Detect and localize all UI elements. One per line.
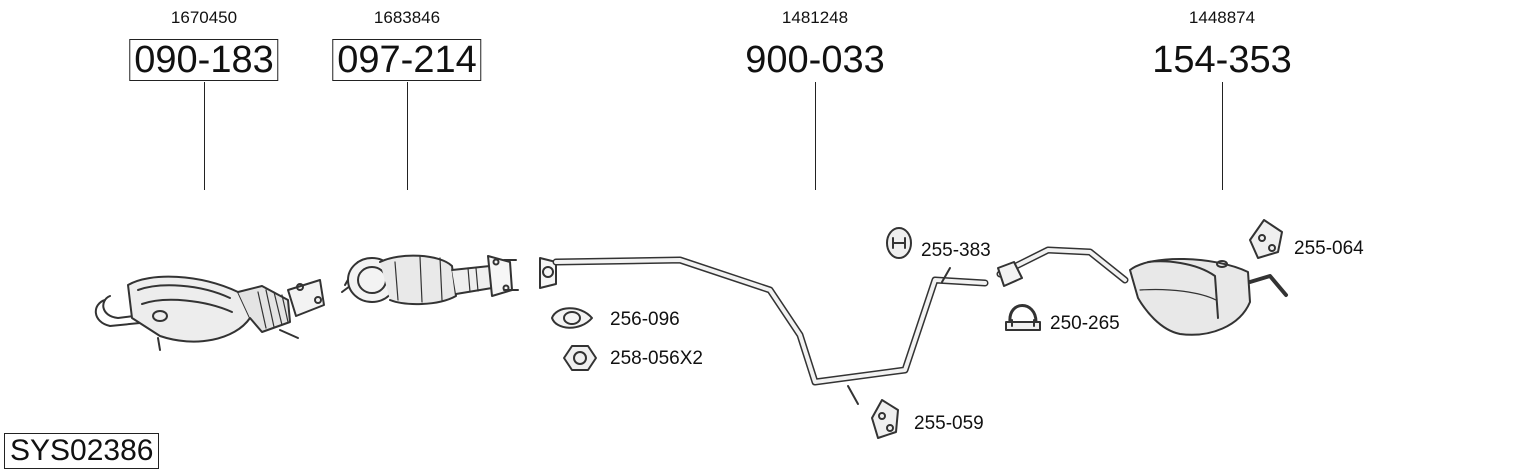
leader-line [204, 82, 205, 190]
particulate-filter-icon [341, 254, 519, 306]
catalytic-converter-icon [94, 275, 325, 351]
part-number[interactable]: 097-214 [332, 39, 482, 81]
leader-line [1222, 82, 1223, 190]
oem-number: 1670450 [170, 8, 238, 27]
accessory-label[interactable]: 256-096 [610, 309, 680, 330]
rubber-mount-icon [886, 227, 912, 259]
oem-number: 1683846 [373, 8, 441, 27]
part-number[interactable]: 154-353 [1152, 39, 1292, 81]
middle-pipe-icon [539, 256, 989, 405]
accessory-label[interactable]: 255-059 [914, 413, 984, 434]
rear-silencer-icon [996, 246, 1288, 336]
rubber-hanger-icon [1249, 219, 1283, 259]
accessory-label[interactable]: 255-383 [921, 240, 991, 261]
part-number[interactable]: 900-033 [745, 39, 885, 81]
system-code: SYS02386 [4, 433, 160, 469]
gasket-icon [551, 307, 593, 329]
nut-icon [563, 345, 597, 371]
pipe-clamp-icon [1005, 304, 1041, 331]
accessory-label[interactable]: 250-265 [1050, 313, 1120, 334]
rubber-hanger-icon [871, 399, 899, 439]
accessory-label[interactable]: 255-064 [1294, 238, 1364, 259]
oem-number: 1448874 [1188, 8, 1256, 27]
oem-number: 1481248 [781, 8, 849, 27]
part-number[interactable]: 090-183 [129, 39, 279, 81]
accessory-label[interactable]: 258-056X2 [610, 348, 703, 369]
leader-line [407, 82, 408, 190]
leader-line [815, 82, 816, 190]
